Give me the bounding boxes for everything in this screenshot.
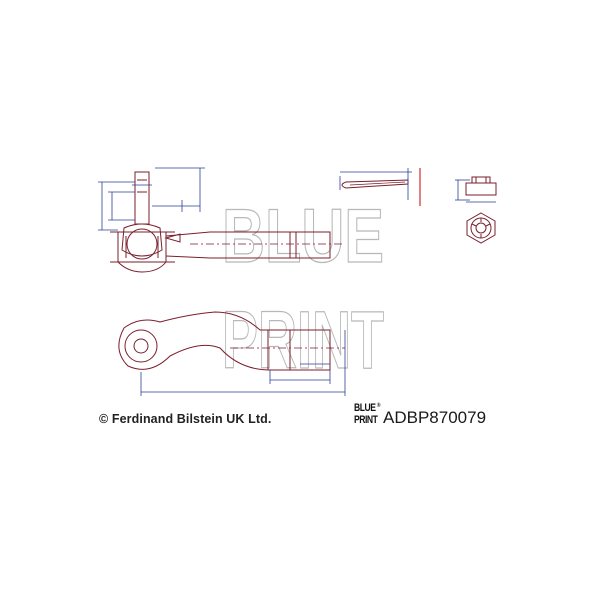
brand-logo: BLUE PRINT ® [354,402,380,430]
tie-rod-body-top [118,311,331,371]
part-number: ADBP870079 [383,408,487,427]
logo-line-1: BLUE [354,402,376,414]
logo-line-2: PRINT [354,414,378,426]
side-view-dimensions [98,167,205,231]
tie-rod-arm-side [165,231,331,259]
ball-eye-outer [124,329,158,363]
copyright-notice: © Ferdinand Bilstein UK Ltd. [99,412,272,426]
registered-mark: ® [377,403,380,409]
ball-housing [117,231,167,273]
watermark-line-1: BLUE [222,194,384,279]
side-view [110,171,345,273]
watermark-logo: BLUE PRINT [221,193,384,386]
watermark-line-2: PRINT [222,295,384,386]
top-view-dimensions [140,330,346,396]
cotter-pin [339,168,421,206]
castle-nut-dimensions [455,179,496,203]
castle-nut [465,176,497,244]
top-view [118,311,345,371]
ball-eye-inner [133,338,149,354]
